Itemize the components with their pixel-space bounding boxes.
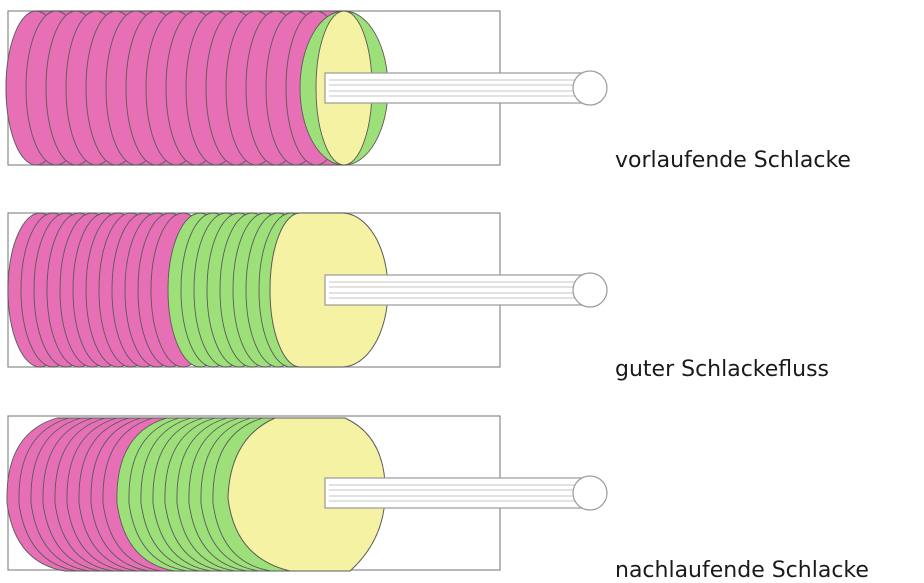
wire-rod — [324, 477, 591, 509]
diagram-nachlaufende-schlacke — [6, 415, 608, 572]
diagram-vorlaufende-schlacke — [5, 10, 608, 166]
caption-vorlaufende-schlacke: vorlaufende Schlacke — [615, 148, 851, 173]
wire-rod-end — [572, 272, 608, 308]
wire-rod-end — [572, 70, 608, 106]
wire-tip-zone — [227, 417, 386, 572]
diagram-guter-schlackefluss — [7, 212, 608, 368]
wire-rod-end — [572, 475, 608, 511]
wire-rod — [324, 72, 591, 104]
caption-guter-schlackefluss: guter Schlackefluss — [615, 357, 830, 382]
caption-nachlaufende-schlacke: nachlaufende Schlacke — [615, 558, 869, 583]
wire-rod — [324, 274, 591, 306]
